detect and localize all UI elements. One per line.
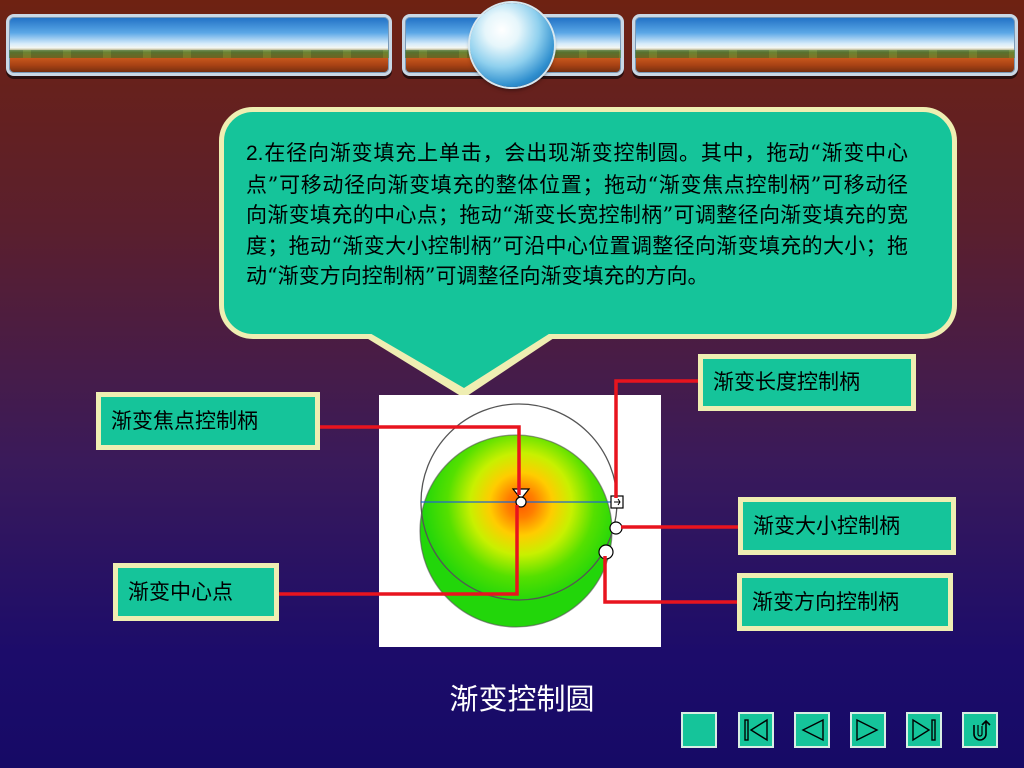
header-banner-left	[6, 14, 392, 76]
label-size-handle: 渐变大小控制柄	[738, 497, 956, 555]
return-button[interactable]	[962, 712, 998, 748]
return-icon	[973, 719, 991, 741]
home-button[interactable]	[681, 712, 717, 748]
label-focus-handle: 渐变焦点控制柄	[96, 392, 320, 450]
label-length-handle: 渐变长度控制柄	[698, 354, 916, 411]
last-slide-icon	[912, 718, 936, 742]
previous-slide-icon	[801, 718, 824, 742]
center-point-handle[interactable]	[515, 496, 527, 508]
figure-caption: 渐变控制圆	[449, 682, 595, 716]
explanation-text: 2.在径向渐变填充上单击，会出现渐变控制圆。其中，拖动“渐变中心点”可移动径向渐…	[246, 138, 908, 292]
direction-handle[interactable]	[598, 544, 614, 560]
label-direction-handle: 渐变方向控制柄	[737, 573, 953, 631]
gradient-circle-svg	[419, 403, 624, 628]
gradient-diagram	[379, 395, 661, 647]
last-slide-button[interactable]	[906, 712, 942, 748]
next-slide-icon	[856, 718, 879, 742]
home-icon	[685, 716, 713, 744]
label-center-point: 渐变中心点	[113, 563, 279, 621]
next-slide-button[interactable]	[850, 712, 886, 748]
globe-icon	[470, 3, 554, 87]
previous-slide-button[interactable]	[794, 712, 830, 748]
gradient-fill-circle	[420, 435, 612, 627]
bubble-tail-fill	[368, 332, 552, 388]
paragraph-body: 在径向渐变填充上单击，会出现渐变控制圆。其中，拖动“渐变中心点”可移动径向渐变填…	[246, 141, 908, 288]
explanation-bubble: 2.在径向渐变填充上单击，会出现渐变控制圆。其中，拖动“渐变中心点”可移动径向渐…	[219, 107, 957, 339]
first-slide-icon	[744, 718, 768, 742]
paragraph-number: 2.	[246, 142, 264, 165]
size-handle[interactable]	[609, 521, 623, 535]
length-handle-arrow	[614, 498, 621, 506]
first-slide-button[interactable]	[738, 712, 774, 748]
header-banner-right	[632, 14, 1018, 76]
